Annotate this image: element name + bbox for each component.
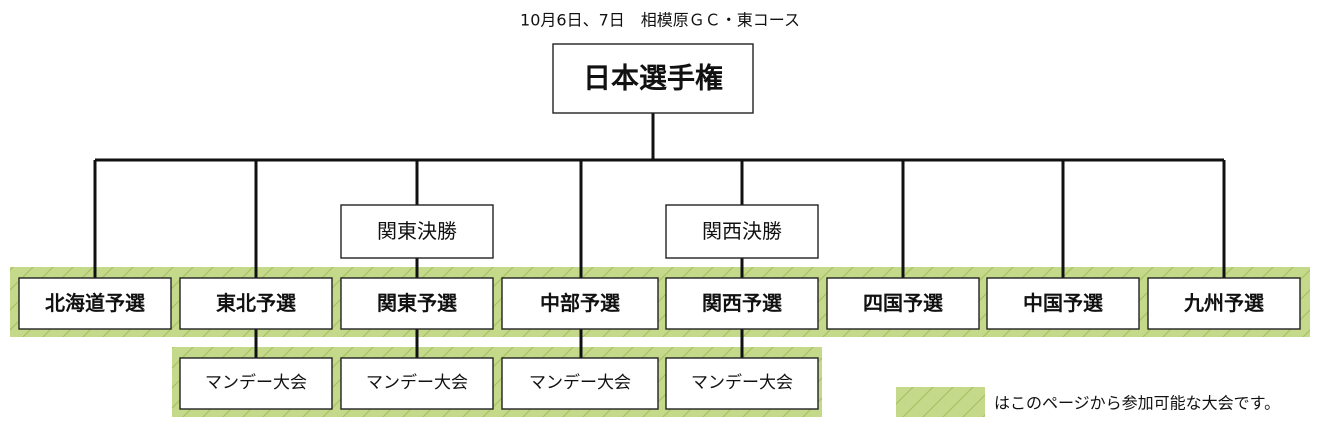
- monday-event-label: マンデー大会: [366, 372, 468, 393]
- monday-event-label: マンデー大会: [529, 372, 631, 393]
- kansai-final-node[interactable]: 関西決勝: [665, 204, 819, 259]
- connector-lines: [93, 113, 1226, 358]
- kanto-qualifier-node[interactable]: 関東予選: [340, 277, 494, 330]
- monday-event-node[interactable]: マンデー大会: [340, 357, 494, 410]
- legend-text: はこのページから参加可能な大会です。: [994, 394, 1280, 413]
- tohoku-qualifier-node[interactable]: 東北予選: [179, 277, 333, 330]
- monday-event-label: マンデー大会: [691, 372, 793, 393]
- final-label: 関東決勝: [377, 219, 457, 243]
- kanto-final-node[interactable]: 関東決勝: [340, 204, 494, 259]
- monday-event-node[interactable]: マンデー大会: [179, 357, 333, 410]
- final-label: 関西決勝: [702, 219, 782, 243]
- chugoku-qualifier-node[interactable]: 中国予選: [986, 277, 1140, 330]
- monday-event-node[interactable]: マンデー大会: [665, 357, 819, 410]
- monday-event-node[interactable]: マンデー大会: [501, 357, 659, 410]
- japan-championship-label: 日本選手権: [583, 62, 723, 95]
- qualifier-label: 北海道予選: [45, 291, 145, 315]
- qualifier-label: 関東予選: [377, 291, 457, 315]
- chubu-qualifier-node[interactable]: 中部予選: [501, 277, 659, 330]
- qualifier-label: 四国予選: [863, 291, 943, 315]
- qualifier-label: 中国予選: [1023, 291, 1103, 315]
- hokkaido-qualifier-node[interactable]: 北海道予選: [18, 277, 172, 330]
- kyushu-qualifier-node[interactable]: 九州予選: [1147, 277, 1301, 330]
- shikoku-qualifier-node[interactable]: 四国予選: [826, 277, 980, 330]
- qualifier-label: 九州予選: [1183, 291, 1264, 315]
- event-date-venue: 10月6日、7日 相模原ＧＣ・東コース: [520, 11, 800, 30]
- qualifier-label: 関西予選: [702, 291, 782, 315]
- japan-championship-node[interactable]: 日本選手権: [552, 43, 754, 114]
- qualifier-label: 東北予選: [216, 291, 296, 315]
- legend-swatch: [896, 387, 985, 417]
- monday-event-label: マンデー大会: [205, 372, 307, 393]
- qualifier-label: 中部予選: [540, 291, 620, 315]
- kansai-qualifier-node[interactable]: 関西予選: [665, 277, 819, 330]
